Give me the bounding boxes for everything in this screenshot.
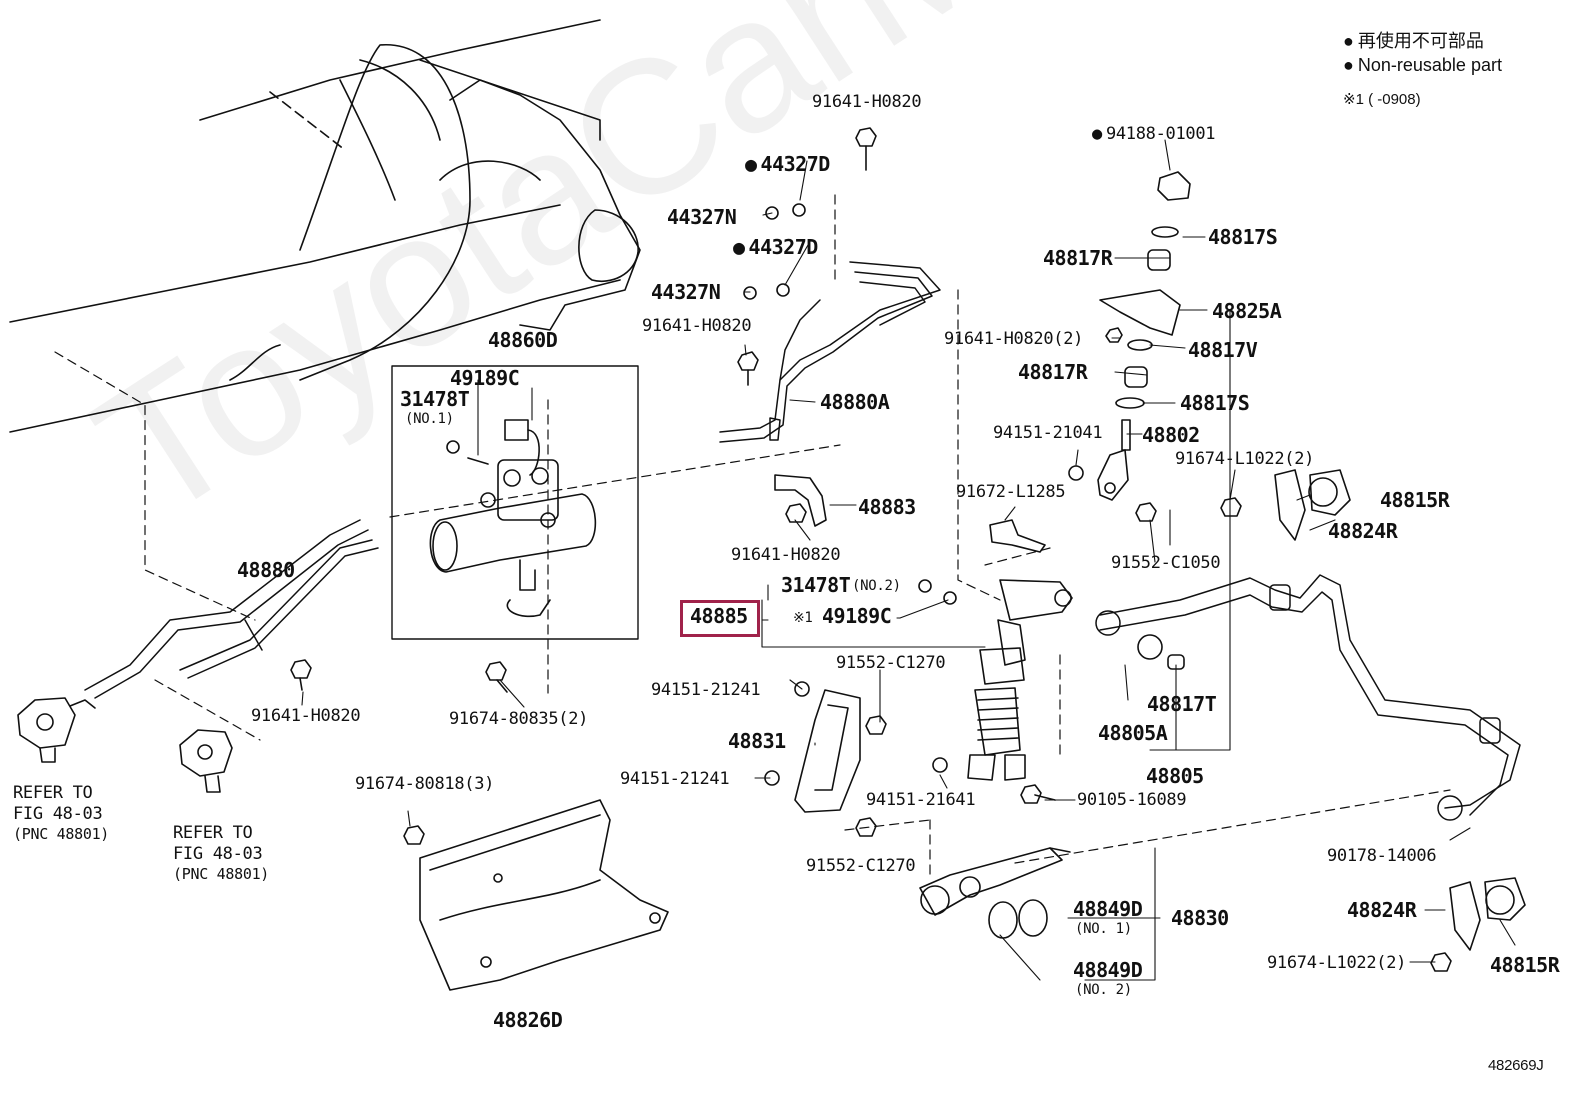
part-91552-c1270-lower[interactable]: 91552-C1270	[806, 856, 916, 876]
refer-mid-line1: REFER TO	[173, 823, 253, 843]
stabilizer-bar	[1095, 574, 1521, 821]
part-48817r-upper[interactable]: 48817R	[1043, 246, 1113, 270]
figure-code: 482669J	[1488, 1057, 1544, 1074]
part-48805[interactable]: 48805	[1146, 764, 1204, 788]
note-mark-1: ※1	[793, 610, 813, 626]
control-valve-group-box	[391, 365, 639, 640]
part-94151-21241-upper[interactable]: 94151-21241	[651, 680, 761, 700]
part-44327d-lower[interactable]: 44327D	[733, 237, 819, 257]
dashed-leader-lines	[54, 194, 1451, 881]
bracket-48831	[794, 689, 861, 813]
part-48831[interactable]: 48831	[728, 729, 786, 753]
height-control-valve-assembly	[429, 419, 597, 618]
part-91674-80835[interactable]: 91674-80835(2)	[449, 709, 589, 729]
bushing-symbols	[988, 249, 1185, 939]
pipe-48880	[84, 519, 379, 699]
refer-mid-line3: (PNC 48801)	[173, 865, 270, 883]
part-91641-h0820-top[interactable]: 91641-H0820	[812, 92, 922, 112]
part-91674-l1022-upper[interactable]: 91674-L1022(2)	[1175, 449, 1315, 469]
part-48815r-lower[interactable]: 48815R	[1490, 953, 1560, 977]
part-48849d-no2-sub: (NO. 2)	[1075, 982, 1132, 998]
part-31478t-no2-sub: (NO.2)	[852, 578, 901, 594]
part-49189c[interactable]: 49189C	[822, 604, 892, 628]
lower-arm-48830	[919, 847, 1071, 916]
shock-absorber-48885	[967, 579, 1073, 781]
part-94188-01001[interactable]: 94188-01001	[1092, 126, 1216, 143]
part-48817v[interactable]: 48817V	[1188, 338, 1258, 362]
legend-line-jp: 再使用不可部品	[1343, 32, 1484, 50]
refer-fitting-left	[17, 697, 96, 763]
part-91674-80818[interactable]: 91674-80818(3)	[355, 774, 495, 794]
refer-fitting-middle	[179, 729, 233, 793]
part-48824r-lower[interactable]: 48824R	[1347, 898, 1417, 922]
refer-left-line2[interactable]: FIG 48-03	[13, 804, 103, 824]
part-48885-highlighted[interactable]: 48885	[690, 604, 748, 628]
part-94151-21041[interactable]: 94151-21041	[993, 423, 1103, 443]
part-48883[interactable]: 48883	[858, 495, 916, 519]
part-48817r-lower[interactable]: 48817R	[1018, 360, 1088, 384]
part-48817t[interactable]: 48817T	[1147, 692, 1217, 716]
legend-note: ※1 ( -0908)	[1343, 91, 1421, 108]
part-91641-h0820-lower[interactable]: 91641-H0820	[731, 545, 841, 565]
part-48805a[interactable]: 48805A	[1098, 721, 1168, 745]
part-48815r-upper[interactable]: 48815R	[1380, 488, 1450, 512]
part-48826d[interactable]: 48826D	[493, 1008, 563, 1032]
part-31478t-no1-sub: (NO.1)	[405, 411, 454, 427]
part-94151-21241-lower[interactable]: 94151-21241	[620, 769, 730, 789]
bracket-48883	[774, 474, 827, 527]
part-48817s-upper[interactable]: 48817S	[1208, 225, 1278, 249]
part-90178-14006[interactable]: 90178-14006	[1327, 846, 1437, 866]
part-48802[interactable]: 48802	[1142, 423, 1200, 447]
pipe-48880a	[719, 261, 941, 443]
part-91552-c1270-upper[interactable]: 91552-C1270	[836, 653, 946, 673]
part-31478t-no2[interactable]: 31478T	[781, 573, 851, 597]
skid-plate-48826d	[419, 799, 669, 991]
part-44327n-lower[interactable]: 44327N	[651, 280, 721, 304]
part-48880a[interactable]: 48880A	[820, 390, 890, 414]
part-48860d[interactable]: 48860D	[488, 328, 558, 352]
bolt-symbols	[290, 127, 1452, 972]
part-48830[interactable]: 48830	[1171, 906, 1229, 930]
part-90105-16089[interactable]: 90105-16089	[1077, 790, 1187, 810]
part-48825a[interactable]: 48825A	[1212, 299, 1282, 323]
part-48880[interactable]: 48880	[237, 558, 295, 582]
part-48849d-no1[interactable]: 48849D	[1073, 897, 1143, 921]
part-48849d-no2[interactable]: 48849D	[1073, 958, 1143, 982]
part-48849d-no1-sub: (NO. 1)	[1075, 921, 1132, 937]
part-91672-l1285[interactable]: 91672-L1285	[956, 482, 1066, 502]
part-48817s-lower[interactable]: 48817S	[1180, 391, 1250, 415]
part-44327d-upper[interactable]: 44327D	[745, 154, 831, 174]
part-91641-h0820-mid[interactable]: 91641-H0820	[642, 316, 752, 336]
refer-left-line1: REFER TO	[13, 783, 93, 803]
legend-line-non-reusable: Non-reusable part	[1343, 56, 1502, 74]
highlight-box-48885	[680, 600, 760, 637]
part-91552-c1050[interactable]: 91552-C1050	[1111, 553, 1221, 573]
link-48802	[1097, 419, 1131, 501]
stabilizer-bracket-right	[1274, 469, 1526, 951]
part-48824r-upper[interactable]: 48824R	[1328, 519, 1398, 543]
refer-left-line3: (PNC 48801)	[13, 825, 110, 843]
part-49189c-box[interactable]: 49189C	[450, 366, 520, 390]
part-91674-l1022-lower[interactable]: 91674-L1022(2)	[1267, 953, 1407, 973]
part-91641-h0820-left[interactable]: 91641-H0820	[251, 706, 361, 726]
leader-lines	[301, 139, 1516, 981]
part-31478t-no1[interactable]: 31478T	[400, 387, 470, 411]
vehicle-frame-outline	[9, 19, 641, 433]
part-44327n-upper[interactable]: 44327N	[667, 205, 737, 229]
part-94151-21641[interactable]: 94151-21641	[866, 790, 976, 810]
part-91641-h0820-2[interactable]: 91641-H0820(2)	[944, 329, 1084, 349]
refer-mid-line2[interactable]: FIG 48-03	[173, 844, 263, 864]
